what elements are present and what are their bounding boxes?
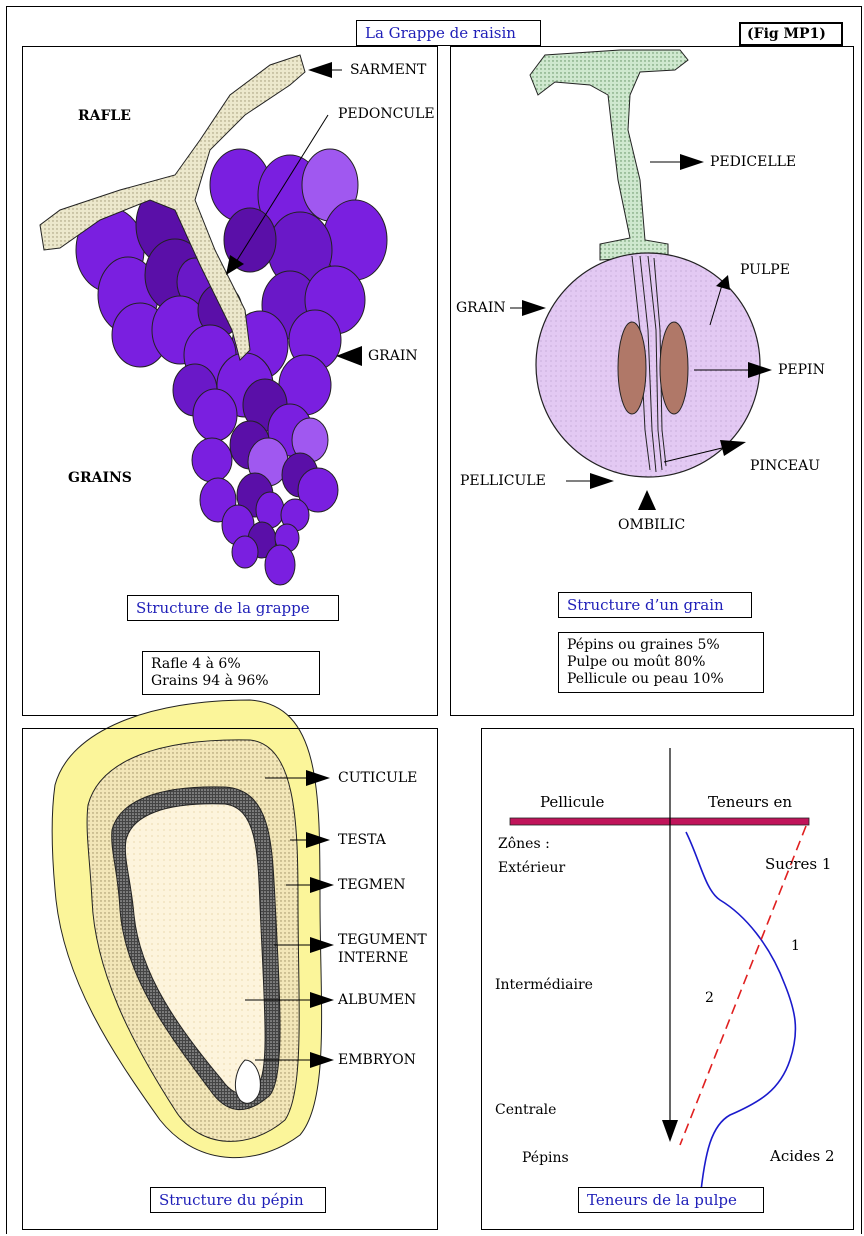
header-pellicule: Pellicule: [540, 793, 604, 811]
label-interne: INTERNE: [338, 950, 408, 966]
label-tegmen: TEGMEN: [338, 877, 406, 893]
label-cuticule: CUTICULE: [338, 770, 417, 786]
stats-grain: Pépins ou graines 5% Pulpe ou moût 80% P…: [558, 632, 764, 693]
stat-rafle: Rafle 4 à 6%: [151, 656, 311, 673]
label-ombilic: OMBILIC: [618, 517, 685, 533]
header-teneurs: Teneurs en: [708, 793, 792, 811]
panel-pepin: [22, 728, 438, 1230]
label-acides: Acides 2: [770, 1147, 835, 1165]
label-pedoncule: PEDONCULE: [338, 106, 435, 122]
caption-pepin: Structure du pépin: [150, 1187, 326, 1213]
label-tegument: TEGUMENT: [338, 932, 427, 948]
caption-pulpe: Teneurs de la pulpe: [578, 1187, 764, 1213]
stat-pepins: Pépins ou graines 5%: [567, 637, 755, 654]
zone-exterieur: Extérieur: [498, 860, 565, 876]
stats-grappe: Rafle 4 à 6% Grains 94 à 96%: [142, 651, 320, 695]
zone-pepins: Pépins: [522, 1150, 569, 1166]
label-grains: GRAINS: [68, 470, 132, 486]
label-grain: GRAIN: [456, 300, 506, 316]
label-pulpe: PULPE: [740, 262, 790, 278]
caption-grappe: Structure de la grappe: [127, 595, 339, 621]
label-sarment: SARMENT: [350, 62, 426, 78]
caption-grain: Structure d’un grain: [558, 592, 752, 618]
label-pedicelle: PEDICELLE: [710, 154, 796, 170]
stat-pellicule: Pellicule ou peau 10%: [567, 671, 755, 688]
label-pepin: PEPIN: [778, 362, 825, 378]
label-zones: Zônes :: [498, 836, 550, 852]
label-embryon: EMBRYON: [338, 1052, 416, 1068]
label-pellicule: PELLICULE: [460, 473, 546, 489]
stat-grains: Grains 94 à 96%: [151, 673, 311, 690]
label-grain-grappe: GRAIN: [368, 348, 418, 364]
stat-pulpe: Pulpe ou moût 80%: [567, 654, 755, 671]
zone-intermediaire: Intermédiaire: [495, 977, 593, 993]
label-testa: TESTA: [338, 832, 386, 848]
label-albumen: ALBUMEN: [338, 992, 416, 1008]
curve-marker-2: 2: [705, 990, 714, 1006]
label-pinceau: PINCEAU: [750, 458, 820, 474]
label-sucres: Sucres 1: [765, 855, 831, 873]
zone-centrale: Centrale: [495, 1102, 556, 1118]
label-rafle: RAFLE: [78, 108, 131, 124]
curve-marker-1: 1: [791, 938, 800, 954]
